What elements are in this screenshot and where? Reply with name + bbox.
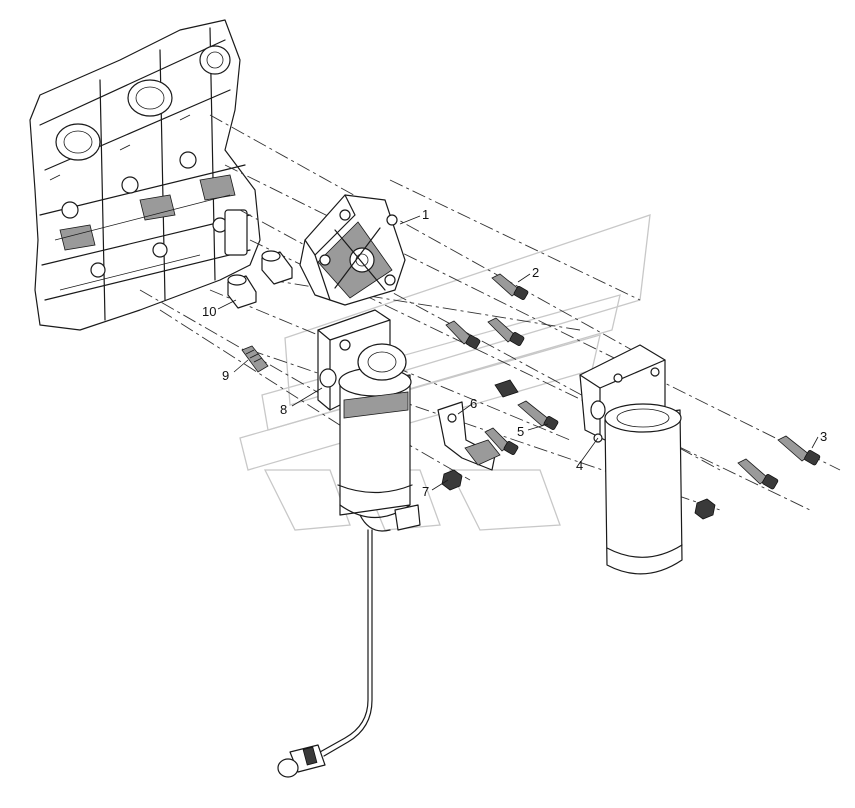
- callout-10: 10: [202, 304, 216, 319]
- part-1-mounting-bracket: [299, 194, 406, 306]
- callout-3: 3: [820, 429, 827, 444]
- part-4-filter-canister: [604, 403, 683, 575]
- part-10-spacer-lower: [227, 274, 257, 309]
- part-3-nut: [694, 498, 716, 520]
- leader-lines: [217, 215, 819, 491]
- part-2-bolt-a: [491, 273, 529, 300]
- part-3-bolt-a: [777, 435, 821, 466]
- callout-2: 2: [532, 265, 539, 280]
- callout-labels: 1 2 3 4 5 6 7 8 9 10: [202, 207, 827, 499]
- part-9-stud: [241, 345, 269, 373]
- callout-4: 4: [576, 458, 583, 473]
- part-5-washer: [494, 379, 519, 398]
- callout-9: 9: [222, 368, 229, 383]
- callout-8: 8: [280, 402, 287, 417]
- engine-block: [29, 19, 261, 331]
- part-10-spacer-upper: [261, 250, 293, 285]
- part-2-bolt-b: [487, 317, 525, 346]
- part-6-bracket: [437, 401, 501, 471]
- callout-6: 6: [470, 396, 477, 411]
- callout-5: 5: [517, 424, 524, 439]
- part-8-filter-assembly: [317, 309, 421, 532]
- callout-7: 7: [422, 484, 429, 499]
- sensor-cable: [277, 529, 373, 778]
- part-3-bolt-b: [737, 458, 779, 490]
- callout-1: 1: [422, 207, 429, 222]
- part-2-bolt-c: [445, 320, 481, 349]
- part-5-bolt-a: [517, 400, 559, 430]
- part-5-bolt-b: [484, 427, 519, 455]
